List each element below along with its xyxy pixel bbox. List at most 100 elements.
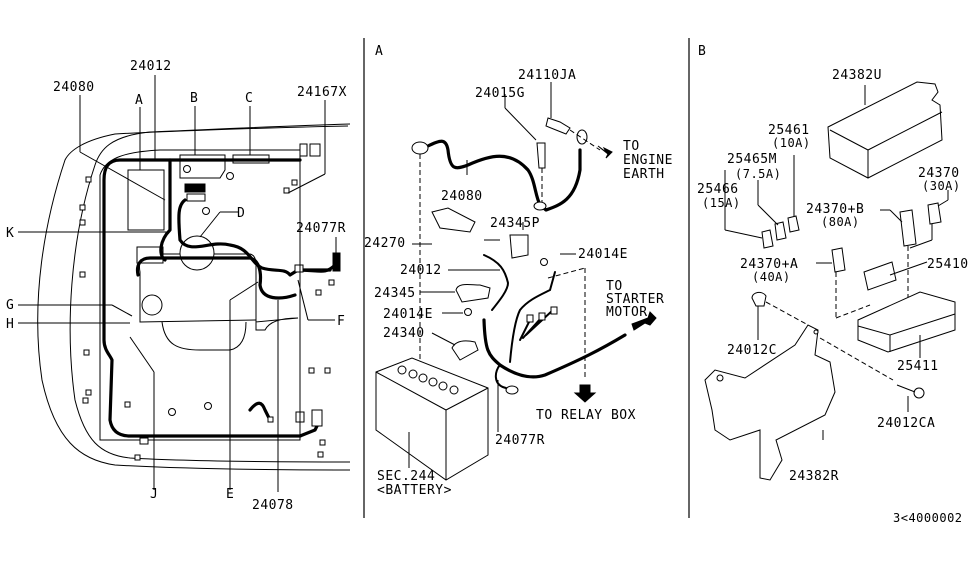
relay-box-25411 — [857, 291, 956, 353]
direction-relay-box: TO RELAY BOX — [536, 408, 636, 423]
direction-starter-3: MOTOR — [606, 305, 648, 320]
ground-terminal — [226, 172, 234, 180]
engine-earth-arrow — [597, 145, 613, 159]
label-24077R: 24077R — [296, 221, 346, 236]
label-24370B: 24370+B — [806, 202, 864, 217]
ecm-box — [127, 169, 165, 231]
label-24382R: 24382R — [789, 469, 839, 484]
cable-terminal-lug — [411, 141, 429, 155]
direction-engine-earth-3: EARTH — [623, 167, 665, 182]
overview-panel: 24080 24012 A B C 24167X D 24077R K G H … — [6, 59, 351, 513]
overview-leader-lines — [18, 75, 337, 492]
harness-24077R — [482, 318, 627, 379]
harness-bottom-right — [248, 401, 322, 438]
engine-pulley — [141, 294, 163, 316]
label-F: F — [337, 314, 345, 329]
relay-box-bracket — [704, 324, 836, 481]
label-A: A — [135, 93, 143, 108]
rating-25461: (10A) — [772, 136, 811, 150]
label-24078: 24078 — [252, 498, 294, 513]
ground-terminal — [204, 402, 212, 410]
connector — [267, 416, 274, 423]
connector — [308, 367, 315, 374]
label-25465M: 25465M — [727, 152, 777, 167]
direction-starter-1: TO — [606, 279, 623, 294]
figure-code: 3<4000002 — [893, 511, 963, 525]
label-C: C — [245, 91, 253, 106]
panel-b-heading: B — [698, 44, 706, 59]
connector — [294, 264, 304, 273]
direction-engine-earth-1: TO — [623, 139, 640, 154]
engine-block — [139, 253, 299, 331]
connector — [317, 451, 324, 458]
panel-a-heading: A — [375, 44, 383, 59]
rating-24370B: (80A) — [821, 215, 860, 229]
label-25466: 25466 — [697, 182, 739, 197]
connector — [291, 179, 298, 186]
label-24080: 24080 — [53, 80, 95, 95]
harness-engine-top — [135, 256, 297, 300]
label-25411: 25411 — [897, 359, 939, 374]
connector — [85, 389, 92, 396]
label-E: E — [226, 487, 234, 502]
harness-right-branch — [296, 263, 337, 273]
fuse-block-25410 — [863, 261, 897, 291]
rating-24370A: (40A) — [752, 270, 791, 284]
fusible-link-24345P — [509, 234, 529, 259]
connector — [85, 176, 92, 183]
bolt-24110JA — [545, 117, 571, 135]
connector-block-white — [186, 193, 206, 202]
connector — [309, 143, 321, 157]
connector — [79, 219, 86, 226]
positive-cable — [483, 254, 510, 311]
fuse-24370B — [899, 209, 917, 247]
ground-terminal — [168, 408, 176, 416]
label-J: J — [150, 487, 158, 502]
battery-section-ref: SEC.244 — [377, 469, 435, 484]
connector — [82, 397, 89, 404]
connector-block-black — [184, 183, 206, 193]
connector — [319, 439, 326, 446]
black-connector-right — [332, 252, 341, 272]
label-24015G: 24015G — [475, 86, 525, 101]
nut-24014E-mid — [464, 308, 472, 316]
terminal-24345 — [455, 283, 491, 303]
label-24012-a: 24012 — [400, 263, 442, 278]
throttle-body — [179, 235, 215, 271]
connector — [79, 204, 86, 211]
label-24014E-mid: 24014E — [383, 307, 433, 322]
connector — [299, 143, 308, 157]
clip-24012C — [751, 291, 767, 307]
connector — [124, 401, 131, 408]
connector — [79, 271, 86, 278]
panel-a: A — [364, 44, 673, 498]
fuse-24370 — [927, 202, 942, 225]
label-24012CA: 24012CA — [877, 416, 935, 431]
fuse-25465M — [774, 221, 787, 241]
ground-terminal — [183, 165, 191, 173]
connector — [83, 349, 90, 356]
ground-lug — [505, 385, 519, 395]
ground-cable-24080 — [426, 139, 582, 212]
rating-25466: (15A) — [702, 196, 741, 210]
label-25410: 25410 — [927, 257, 969, 272]
label-24340: 24340 — [383, 326, 425, 341]
relay-box-arrow — [573, 384, 597, 403]
starter-motor-arrow — [631, 311, 657, 331]
terminal-24340 — [451, 340, 479, 361]
ground-washer — [533, 201, 547, 211]
connector — [328, 279, 335, 286]
label-24345: 24345 — [374, 286, 416, 301]
label-24382U: 24382U — [832, 68, 882, 83]
battery-name: <BATTERY> — [377, 483, 452, 498]
label-24014E-top: 24014E — [578, 247, 628, 262]
label-24110JA: 24110JA — [518, 68, 576, 83]
connector — [134, 454, 141, 461]
connector — [315, 289, 322, 296]
direction-engine-earth-2: ENGINE — [623, 153, 673, 168]
label-24270: 24270 — [364, 236, 406, 251]
rating-25465M: (7.5A) — [735, 167, 781, 181]
label-24012: 24012 — [130, 59, 172, 74]
bolt-24012CA — [913, 387, 925, 399]
